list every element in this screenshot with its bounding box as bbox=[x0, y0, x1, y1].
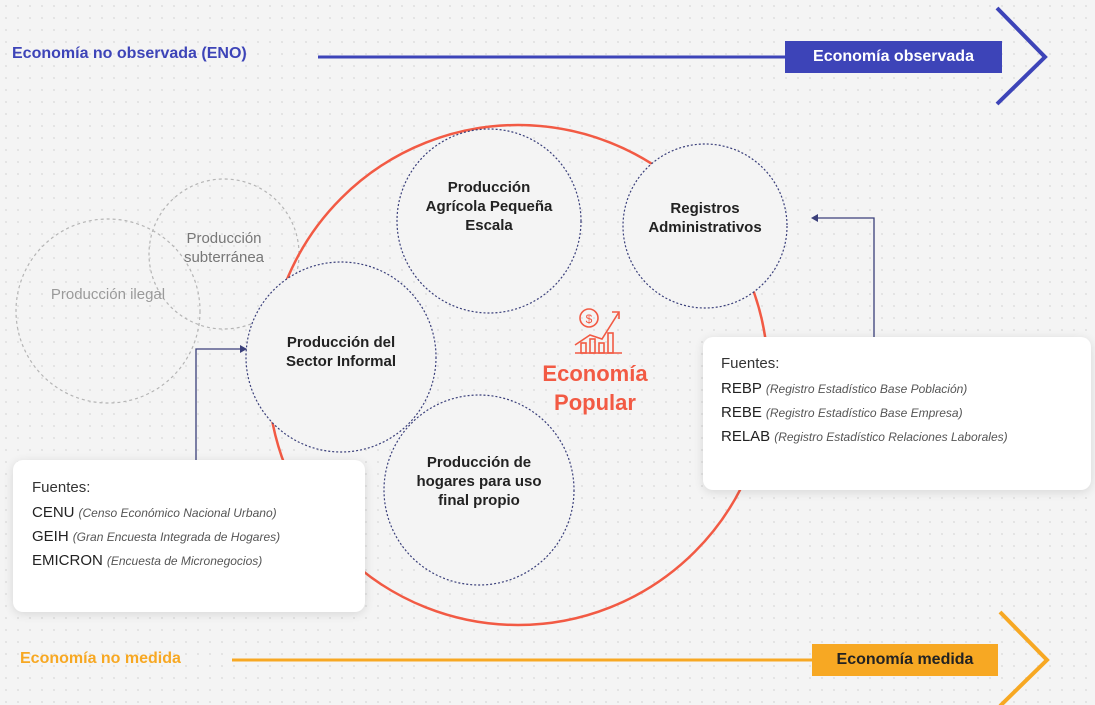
label-hogares: Producción de hogares para uso final pro… bbox=[416, 454, 542, 510]
sources-right-row: REBE(Registro Estadístico Base Empresa) bbox=[721, 404, 1091, 421]
source-code: REBP bbox=[721, 380, 762, 397]
source-code: RELAB bbox=[721, 428, 771, 445]
label-produccion-ilegal: Producción ilegal bbox=[50, 286, 166, 303]
source-desc: (Censo Económico Nacional Urbano) bbox=[78, 506, 277, 520]
sources-left-row: GEIH(Gran Encuesta Integrada de Hogares) bbox=[32, 528, 365, 545]
connector-right-arrowhead bbox=[811, 214, 818, 222]
source-code: CENU bbox=[32, 504, 75, 521]
source-desc: (Gran Encuesta Integrada de Hogares) bbox=[72, 530, 281, 544]
circle-hogares bbox=[383, 394, 575, 586]
bottom-axis-left-label: Economía no medida bbox=[20, 650, 181, 667]
source-code: EMICRON bbox=[32, 552, 103, 569]
sources-left-title: Fuentes: bbox=[32, 479, 91, 496]
sources-right-row: REBP(Registro Estadístico Base Población… bbox=[721, 380, 1091, 397]
sources-card-left: Fuentes: CENU(Censo Económico Nacional U… bbox=[13, 460, 365, 612]
source-code: REBE bbox=[721, 404, 762, 421]
svg-text:$: $ bbox=[586, 312, 593, 326]
label-sector-informal: Producción del Sector Informal bbox=[285, 334, 397, 371]
sources-left-row: EMICRON(Encuesta de Micronegocios) bbox=[32, 552, 365, 569]
label-produccion-subterranea: Producción subterránea bbox=[183, 230, 265, 267]
source-desc: (Registro Estadístico Relaciones Laboral… bbox=[774, 430, 1008, 444]
source-desc: (Registro Estadístico Base Población) bbox=[765, 382, 968, 396]
connector-left bbox=[195, 348, 240, 462]
label-registros: Registros Administrativos bbox=[648, 200, 762, 237]
economia-popular-line1: Economía bbox=[542, 361, 648, 386]
circle-produccion-ilegal bbox=[15, 218, 201, 404]
top-axis-right-box: Economía observada bbox=[785, 41, 1002, 73]
connector-left-arrowhead bbox=[240, 345, 247, 353]
sources-card-right: Fuentes: REBP(Registro Estadístico Base … bbox=[703, 337, 1091, 490]
economia-popular-title: Economía Popular bbox=[520, 360, 670, 417]
top-axis-left-label: Economía no observada (ENO) bbox=[12, 45, 247, 62]
circle-registros bbox=[622, 143, 788, 309]
circle-sector-informal bbox=[245, 261, 437, 453]
bottom-axis-arrowhead bbox=[998, 610, 1050, 705]
sources-left-row: CENU(Censo Económico Nacional Urbano) bbox=[32, 504, 365, 521]
bottom-axis-right-box: Economía medida bbox=[812, 644, 998, 676]
connector-right bbox=[818, 217, 875, 337]
source-desc: (Registro Estadístico Base Empresa) bbox=[765, 406, 963, 420]
label-agricola: Producción Agrícola Pequeña Escala bbox=[425, 179, 553, 235]
money-growth-chart-icon: $ bbox=[574, 308, 622, 354]
source-code: GEIH bbox=[32, 528, 69, 545]
economia-popular-line2: Popular bbox=[554, 389, 636, 415]
top-axis-arrowhead bbox=[995, 6, 1048, 106]
sources-right-title: Fuentes: bbox=[721, 355, 780, 372]
sources-right-row: RELAB(Registro Estadístico Relaciones La… bbox=[721, 428, 1091, 445]
circle-agricola bbox=[396, 128, 582, 314]
source-desc: (Encuesta de Micronegocios) bbox=[106, 554, 263, 568]
